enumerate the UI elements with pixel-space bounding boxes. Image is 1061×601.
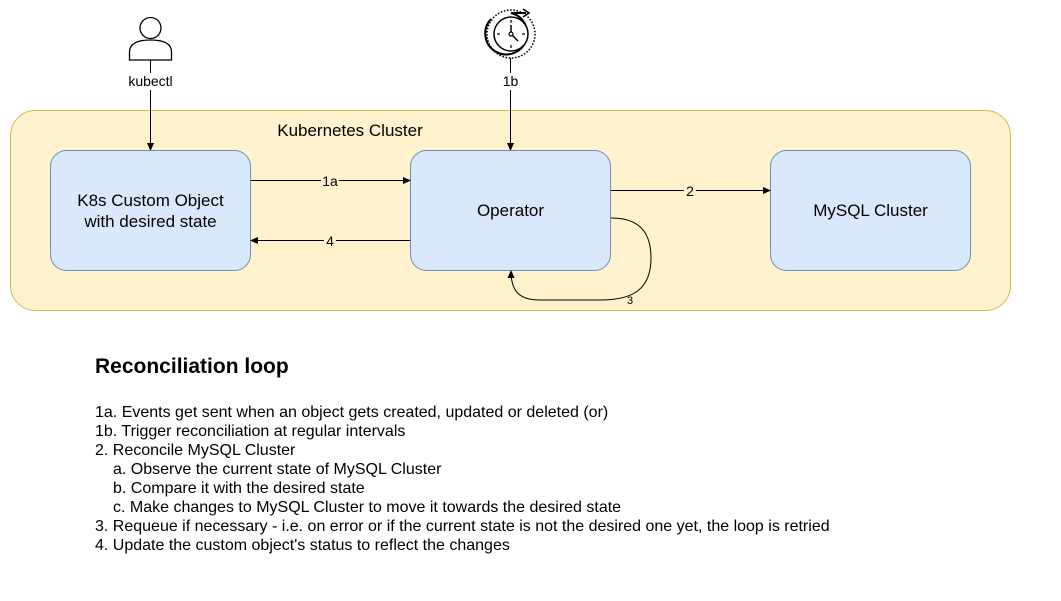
kubectl-label: kubectl xyxy=(128,73,172,89)
notes-list: 1a. Events get sent when an object gets … xyxy=(95,403,995,555)
timer-label: 1b xyxy=(503,73,519,89)
note-3: 3. Requeue if necessary - i.e. on error … xyxy=(95,518,830,535)
note-1a: 1a. Events get sent when an object gets … xyxy=(95,404,609,421)
kubernetes-cluster-label: Kubernetes Cluster xyxy=(277,121,423,140)
edge-label-2: 2 xyxy=(686,183,694,199)
note-2a: a. Observe the current state of MySQL Cl… xyxy=(113,461,442,478)
note-2b: b. Compare it with the desired state xyxy=(113,480,365,497)
user-icon xyxy=(128,16,173,61)
edge-label-4: 4 xyxy=(326,233,334,249)
edge-label-3: 3 xyxy=(627,295,633,307)
operator-label: Operator xyxy=(477,201,544,220)
reconciliation-notes: Reconciliation loop 1a. Events get sent … xyxy=(95,352,995,555)
custom-object-label-line1: K8s Custom Object xyxy=(77,191,224,210)
arrow-3-loop xyxy=(507,217,652,301)
custom-object-node xyxy=(50,150,251,271)
custom-object-label-line2: with desired state xyxy=(83,212,216,231)
reconciliation-diagram: Kubernetes Cluster kubectl 1b K8s Custom… xyxy=(10,8,1011,311)
timer-icon xyxy=(484,8,536,59)
note-4: 4. Update the custom object's status to … xyxy=(95,537,510,554)
notes-title: Reconciliation loop xyxy=(95,355,289,378)
note-2: 2. Reconcile MySQL Cluster xyxy=(95,442,296,459)
edge-label-1a: 1a xyxy=(322,173,338,189)
mysql-cluster-node xyxy=(770,150,971,271)
note-1b: 1b. Trigger reconciliation at regular in… xyxy=(95,423,406,440)
note-2c: c. Make changes to MySQL Cluster to move… xyxy=(113,499,622,516)
mysql-cluster-label: MySQL Cluster xyxy=(813,201,928,220)
